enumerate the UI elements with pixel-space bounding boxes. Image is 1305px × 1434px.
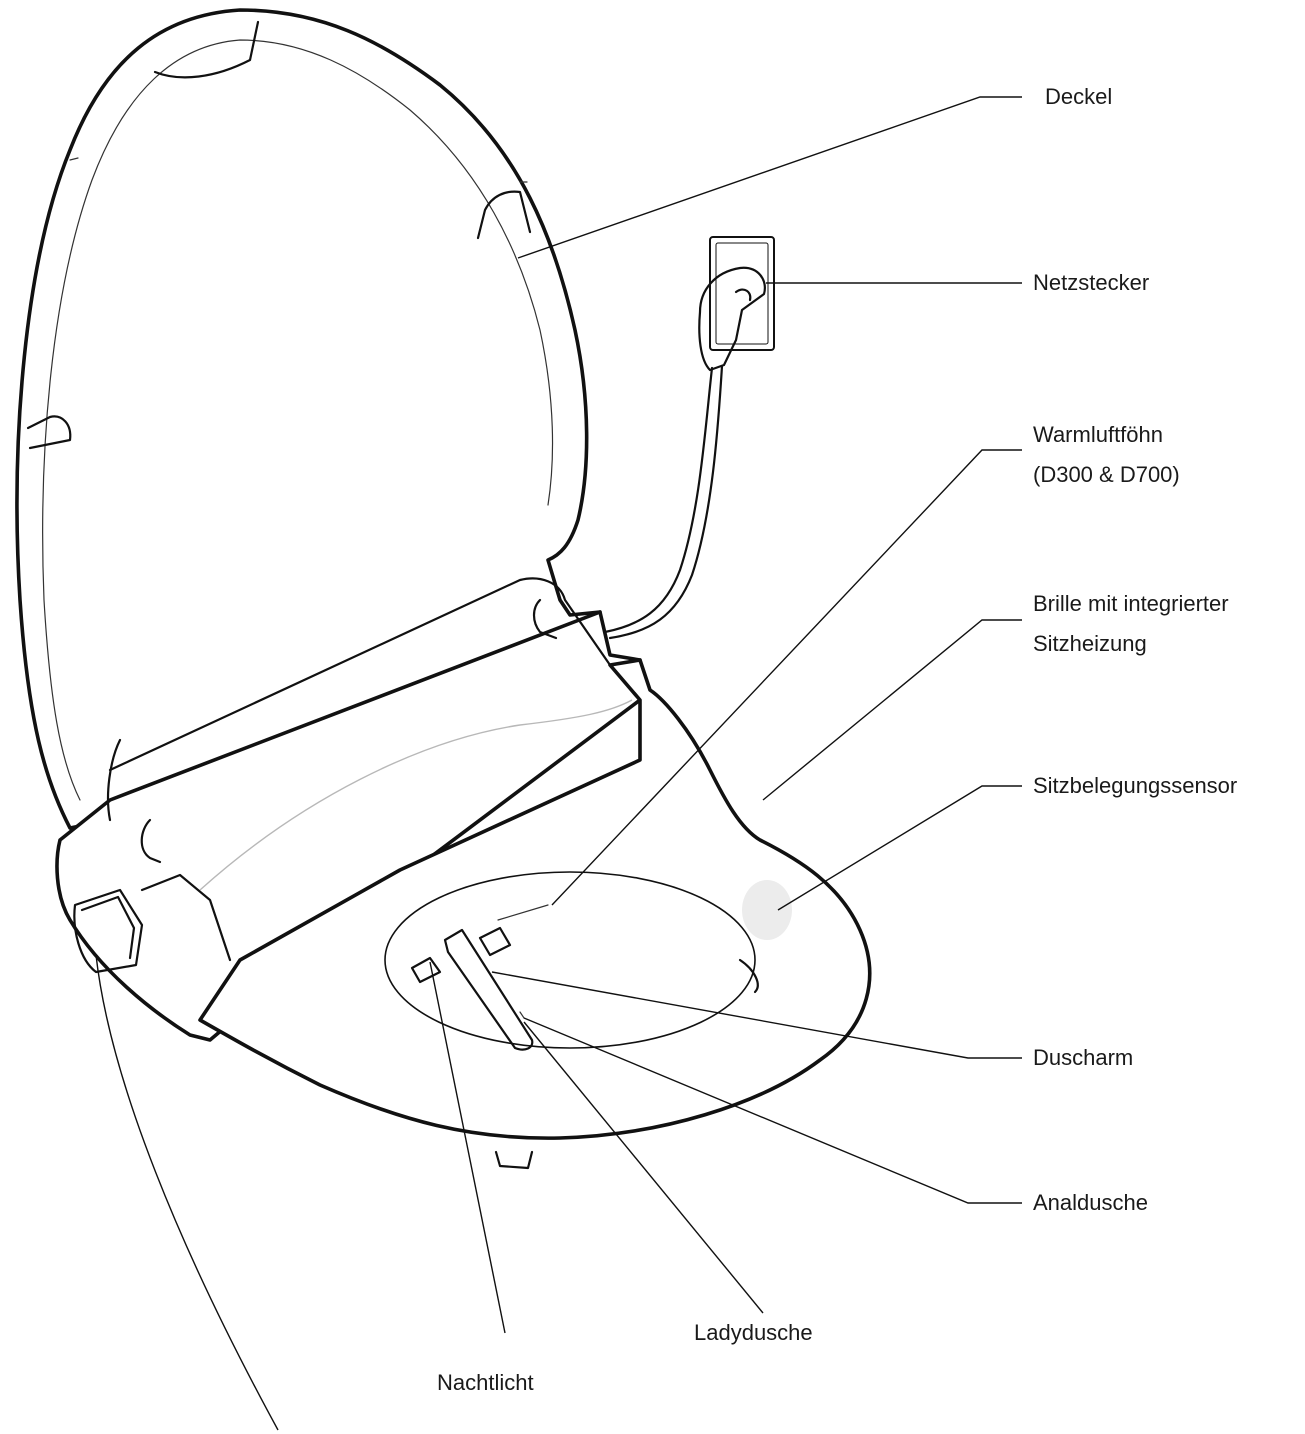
label-ladydusche: Ladydusche bbox=[694, 1316, 813, 1350]
leader-deckel bbox=[518, 97, 1022, 258]
label-netzstecker: Netzstecker bbox=[1033, 266, 1149, 300]
label-deckel: Deckel bbox=[1045, 80, 1112, 114]
label-duscharm: Duscharm bbox=[1033, 1041, 1133, 1075]
label-analdusche: Analdusche bbox=[1033, 1186, 1148, 1220]
leader-brille bbox=[763, 620, 1022, 800]
label-sitzheizung: Sitzheizung bbox=[1033, 627, 1147, 661]
power-plug bbox=[605, 237, 774, 638]
seat-sensor-pad bbox=[742, 880, 792, 940]
label-warmluftfoehn: Warmluftföhn bbox=[1033, 418, 1163, 452]
label-brille: Brille mit integrierter bbox=[1033, 587, 1229, 621]
label-warmluftfoehn-models: (D300 & D700) bbox=[1033, 458, 1180, 492]
label-sitzbelegungssensor: Sitzbelegungssensor bbox=[1033, 769, 1237, 803]
label-nachtlicht: Nachtlicht bbox=[437, 1366, 534, 1400]
